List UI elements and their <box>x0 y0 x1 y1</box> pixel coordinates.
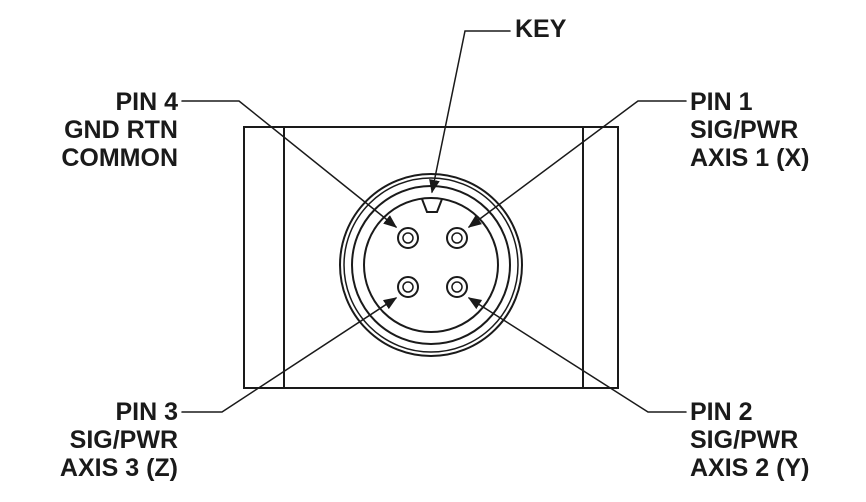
leader-pin-2 <box>467 297 687 413</box>
pin-1-name: PIN 1 <box>690 88 753 116</box>
leader-pin-3 <box>181 297 398 413</box>
key-label: KEY <box>515 15 566 43</box>
pin-1-description: AXIS 1 (X) <box>690 144 810 172</box>
key-label-text: KEY <box>515 15 567 43</box>
key-notch <box>421 198 443 213</box>
pin-4-name: PIN 4 <box>115 88 178 116</box>
leader-key <box>429 30 511 194</box>
pin-2-description: AXIS 2 (Y) <box>690 454 810 482</box>
pin-3-contact <box>397 276 419 298</box>
pin-2-name: PIN 2 <box>690 398 753 426</box>
pin-4-contact <box>397 227 419 249</box>
pin-2-function: SIG/PWR <box>690 426 799 454</box>
receptacle-outer-ring <box>339 173 523 357</box>
pin-2-label: PIN 2 SIG/PWR AXIS 2 (Y) <box>690 398 809 482</box>
receptacle-ring-3 <box>351 185 511 345</box>
receptacle-ring-2 <box>343 177 519 353</box>
pin-4-description: COMMON <box>61 144 178 172</box>
pin-4-function: GND RTN <box>64 116 178 144</box>
leader-pin-1 <box>467 100 687 228</box>
pin-3-description: AXIS 3 (Z) <box>59 454 178 482</box>
receptacle-inner-face <box>363 197 499 333</box>
housing-outline <box>243 126 619 389</box>
leader-pin-4 <box>181 100 398 228</box>
pin-1-contact <box>446 227 468 249</box>
pin-3-label: PIN 3 SIG/PWR AXIS 3 (Z) <box>60 398 178 482</box>
pin-2-contact <box>446 276 468 298</box>
pin-3-name: PIN 3 <box>115 398 178 426</box>
pin-1-label: PIN 1 SIG/PWR AXIS 1 (X) <box>690 88 809 172</box>
pin-4-label: PIN 4 GND RTN COMMON <box>61 88 178 172</box>
pin-3-function: SIG/PWR <box>69 426 178 454</box>
pin-1-function: SIG/PWR <box>690 116 799 144</box>
